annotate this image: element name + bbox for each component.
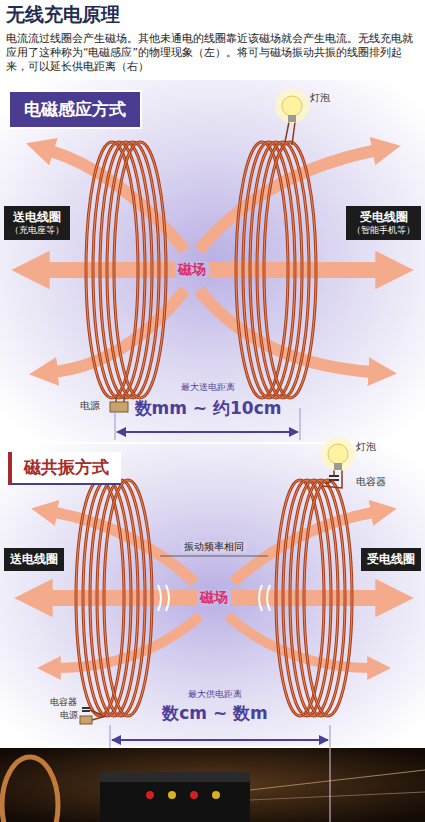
photo-terminal <box>190 791 198 799</box>
node-title: 送电线圈 <box>10 552 58 567</box>
method-banner: 电磁感应方式 <box>8 90 142 129</box>
coil-highlight <box>264 142 316 398</box>
note-label: 振动频率相同 <box>181 541 247 553</box>
coil-label-box: 送电线圈（充电座等） <box>4 206 70 240</box>
dimension-arrow <box>112 739 328 741</box>
photo-terminal <box>168 791 176 799</box>
photo-light <box>330 748 331 822</box>
bulb-base <box>288 115 296 122</box>
dimension-tick <box>300 408 301 440</box>
coil-turn <box>264 142 316 398</box>
bulb-glow <box>275 89 309 123</box>
photo-device-top <box>100 772 250 782</box>
coil-label-box: 受电线圈 <box>361 548 421 571</box>
wire <box>326 480 334 484</box>
coil-turn <box>304 480 352 716</box>
part-label: 电容器 <box>356 476 386 488</box>
vibration-mark <box>158 585 161 611</box>
capacitor-plate <box>329 475 339 477</box>
coil-highlight <box>304 480 352 716</box>
coil-label-box: 送电线圈 <box>4 548 64 571</box>
part-label: 灯泡 <box>356 441 376 453</box>
dimension-arrow <box>117 431 298 433</box>
photo-terminal <box>146 791 154 799</box>
wire <box>285 122 289 142</box>
bulb <box>328 444 348 464</box>
coil-highlight <box>114 142 166 398</box>
node-subtitle: （充电座等） <box>10 225 64 236</box>
bulb-glow <box>321 437 355 471</box>
node-subtitle: （智能手机等） <box>352 225 415 236</box>
leader-line <box>160 556 268 557</box>
photo-wire <box>250 792 425 800</box>
method-banner: 磁共振方式 <box>8 452 121 485</box>
dimension-tick <box>110 725 111 748</box>
field-arrow <box>42 262 192 278</box>
bulb <box>282 96 302 116</box>
node-title: 电磁感应方式 <box>24 99 126 120</box>
field-label: 磁场 <box>175 261 209 278</box>
node-title: 受电线圈 <box>367 552 415 567</box>
photo-wire <box>250 770 425 790</box>
dimension-tick <box>330 725 331 748</box>
coil-label-box: 受电线圈（智能手机等） <box>346 206 421 240</box>
capacitor-plate <box>82 707 90 709</box>
part-label: 电源 <box>60 710 78 721</box>
part-label: 电容器 <box>50 697 77 708</box>
photo-terminal <box>212 791 220 799</box>
node-title: 磁共振方式 <box>24 457 109 478</box>
photo-background <box>0 748 425 822</box>
power-source <box>110 402 128 412</box>
node-title: 送电线圈 <box>10 210 64 225</box>
bulb-base <box>334 463 342 470</box>
dimension-caption: 最大供电距离 <box>188 689 242 700</box>
intro-text: 电流流过线圈会产生磁场。其他未通电的线圈靠近该磁场就会产生电流。无线充电就应用了… <box>6 31 419 73</box>
coil-turn <box>114 142 166 398</box>
dimension-caption: 最大送电距离 <box>181 382 235 393</box>
wire <box>322 470 342 488</box>
dimension-value: 数mm ~ 约10cm <box>135 398 282 418</box>
field-background <box>0 80 425 442</box>
field-label: 磁场 <box>197 589 231 606</box>
node-title: 受电线圈 <box>352 210 415 225</box>
part-label: 电源 <box>80 400 100 412</box>
photo-device <box>100 772 250 822</box>
part-label: 灯泡 <box>310 92 330 104</box>
vibration-mark <box>166 585 169 611</box>
wire <box>90 710 102 715</box>
title: 无线充电原理 <box>6 3 120 26</box>
capacitor-plate <box>82 710 90 712</box>
vibration-mark <box>267 585 270 611</box>
wire <box>92 716 106 720</box>
vibration-mark <box>259 585 262 611</box>
coil-turn <box>104 480 152 716</box>
field-background <box>0 444 425 746</box>
power-source <box>80 716 92 724</box>
photo-coil <box>2 757 58 822</box>
dimension-tick <box>115 408 116 440</box>
wire <box>292 122 295 145</box>
dimension-value: 数cm ~ 数m <box>162 703 268 723</box>
coil-highlight <box>104 480 152 716</box>
